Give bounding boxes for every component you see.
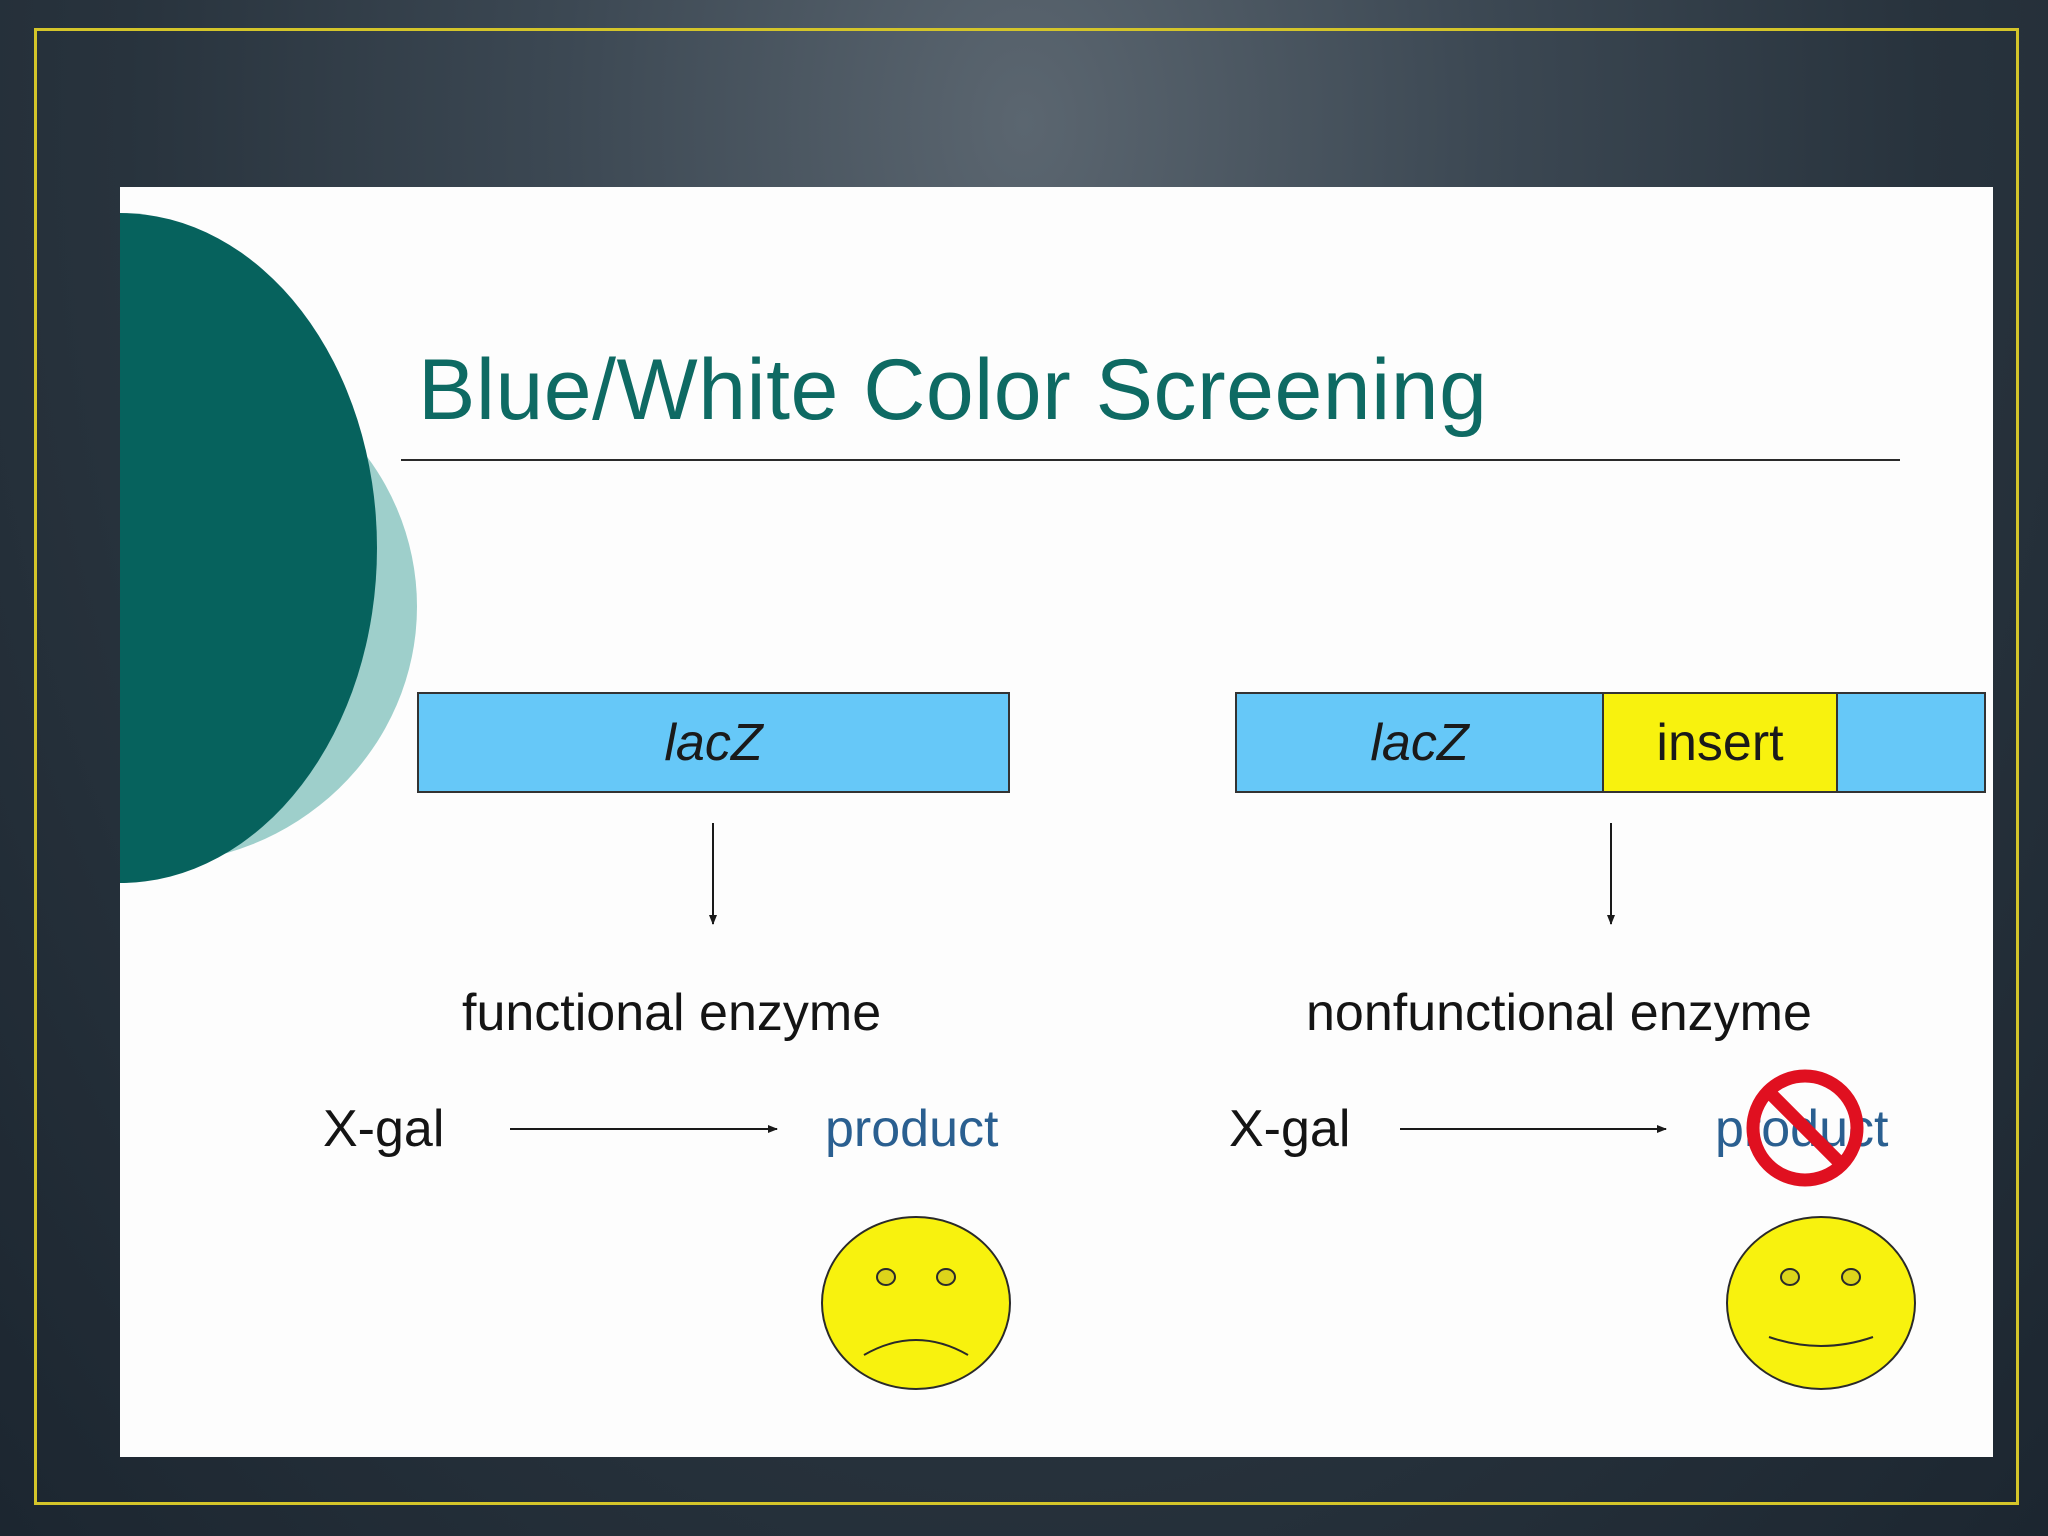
right-product-label: product: [1715, 1100, 1889, 1158]
slide: Blue/White Color Screening lacZ lacZ ins…: [120, 187, 1993, 1457]
left-lacz-label: lacZ: [664, 713, 763, 772]
insert-segment: insert: [1602, 692, 1838, 793]
happy-face-icon: [1726, 1216, 1916, 1390]
right-lacz-label: lacZ: [1370, 713, 1469, 772]
left-product-label: product: [825, 1100, 999, 1158]
left-result-label: functional enzyme: [462, 984, 882, 1042]
sad-face-icon: [821, 1216, 1011, 1390]
right-lacz-remainder-bar: [1836, 692, 1986, 793]
insert-label: insert: [1656, 713, 1784, 772]
title-underline: [401, 459, 1900, 461]
right-result-label: nonfunctional enzyme: [1306, 984, 1812, 1042]
left-lacz-gene-bar: lacZ: [417, 692, 1010, 793]
slide-title: Blue/White Color Screening: [418, 342, 1488, 438]
slide-frame-border: [34, 28, 2019, 1505]
left-substrate-label: X-gal: [323, 1100, 445, 1158]
right-substrate-label: X-gal: [1229, 1100, 1351, 1158]
right-lacz-gene-bar: lacZ: [1235, 692, 1604, 793]
